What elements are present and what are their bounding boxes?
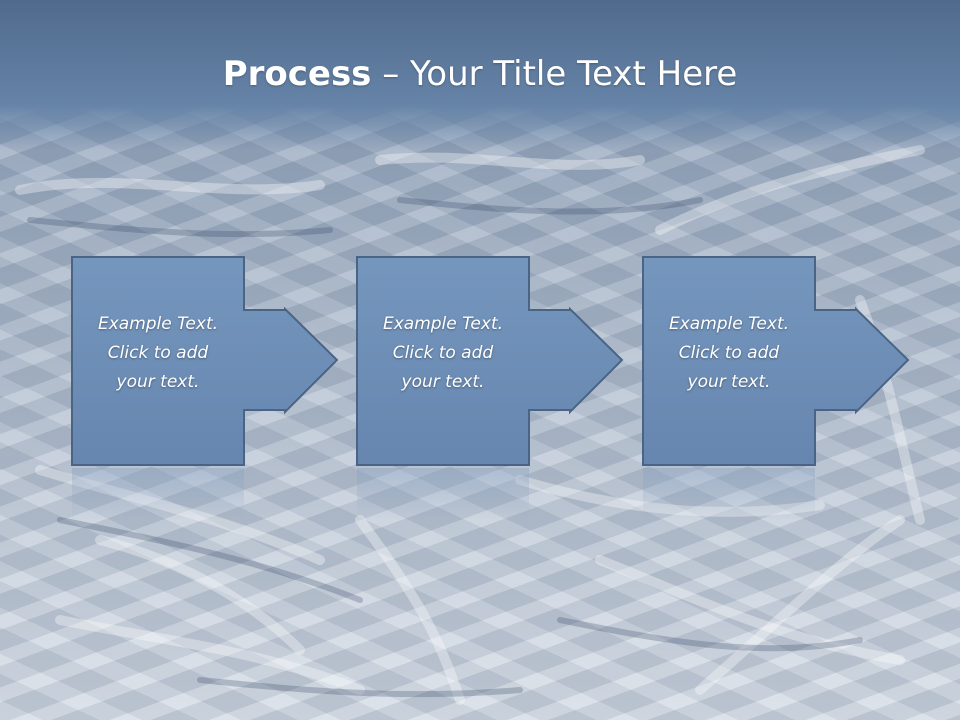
step-1-line-3: your text. xyxy=(116,372,200,392)
step-3-line-3: your text. xyxy=(687,372,771,392)
page-title: Process – Your Title Text Here xyxy=(0,52,960,96)
step-2-line-1: Example Text. xyxy=(382,314,504,334)
step-2-line-2: Click to add xyxy=(392,343,494,363)
step-3-reflection xyxy=(643,468,815,520)
step-3-line-1: Example Text. xyxy=(668,314,790,334)
step-3-line-2: Click to add xyxy=(678,343,780,363)
step-2-shape[interactable] xyxy=(356,256,624,520)
step-1-shape[interactable] xyxy=(71,256,339,520)
step-3-shape[interactable] xyxy=(642,256,910,520)
step-1-reflection xyxy=(72,468,244,520)
step-3-text[interactable]: Example Text. Click to add your text. xyxy=(643,310,815,397)
step-1-line-2: Click to add xyxy=(107,343,209,363)
title-bold: Process xyxy=(222,54,372,94)
step-2-text[interactable]: Example Text. Click to add your text. xyxy=(357,310,529,397)
step-2-line-3: your text. xyxy=(401,372,485,392)
title-band xyxy=(0,0,960,150)
title-rest: – Your Title Text Here xyxy=(371,54,738,94)
step-1-line-1: Example Text. xyxy=(97,314,219,334)
step-2-reflection xyxy=(357,468,529,520)
step-1-text[interactable]: Example Text. Click to add your text. xyxy=(72,310,244,397)
